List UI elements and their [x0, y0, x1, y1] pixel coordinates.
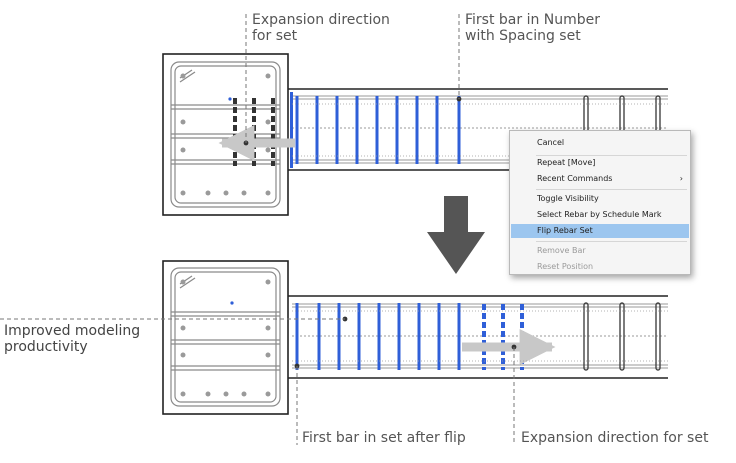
menu-item-reset-position: Reset Position — [511, 260, 689, 274]
menu-item-label: Flip Rebar Set — [537, 226, 593, 235]
bottom-beam — [162, 260, 668, 415]
menu-separator — [536, 241, 687, 242]
grip-point — [228, 97, 232, 101]
menu-item-cancel[interactable]: Cancel — [511, 136, 689, 150]
menu-item-label: Reset Position — [537, 262, 594, 271]
menu-separator — [536, 155, 687, 156]
top-column-section — [170, 61, 281, 208]
menu-item-toggle-visibility[interactable]: Toggle Visibility — [511, 192, 689, 206]
callout-improved-productivity: Improved modeling productivity — [4, 323, 141, 355]
callout-expansion-direction-bottom: Expansion direction for set — [521, 430, 709, 446]
callout-expansion-direction-top: Expansion direction for set — [252, 12, 390, 44]
bottom-column-section — [170, 267, 281, 407]
callout-first-bar-after-flip: First bar in set after flip — [302, 430, 466, 446]
menu-item-select-by-schedule-mark[interactable]: Select Rebar by Schedule Mark — [511, 208, 689, 222]
menu-item-label: Repeat [Move] — [537, 158, 596, 167]
menu-item-repeat-move[interactable]: Repeat [Move] — [511, 156, 689, 170]
bottom-dashed-bars — [482, 304, 524, 370]
top-blue-stirrups — [295, 96, 461, 164]
bottom-leaders — [0, 318, 515, 445]
bottom-panel — [0, 260, 668, 445]
context-menu: Cancel Repeat [Move] Recent Commands › To… — [509, 130, 691, 275]
bottom-beam-long-bars — [292, 303, 668, 369]
menu-item-label: Cancel — [537, 138, 565, 147]
callout-first-bar: First bar in Number with Spacing set — [465, 12, 601, 44]
top-panel — [162, 14, 668, 216]
menu-item-label: Remove Bar — [537, 246, 586, 255]
menu-item-remove-bar: Remove Bar — [511, 244, 689, 258]
bottom-gray-stirrups — [583, 302, 661, 371]
top-leaders — [245, 14, 460, 143]
menu-item-label: Toggle Visibility — [537, 194, 599, 203]
submenu-arrow-icon: › — [679, 174, 683, 183]
menu-item-flip-rebar-set[interactable]: Flip Rebar Set — [511, 224, 689, 238]
down-arrow — [427, 196, 485, 274]
menu-item-recent-commands[interactable]: Recent Commands › — [511, 172, 689, 186]
bottom-blue-stirrups — [295, 303, 461, 370]
menu-separator — [536, 189, 687, 190]
menu-item-label: Recent Commands — [537, 174, 613, 183]
stirrup-end-marker — [290, 92, 293, 168]
menu-item-label: Select Rebar by Schedule Mark — [537, 210, 662, 219]
